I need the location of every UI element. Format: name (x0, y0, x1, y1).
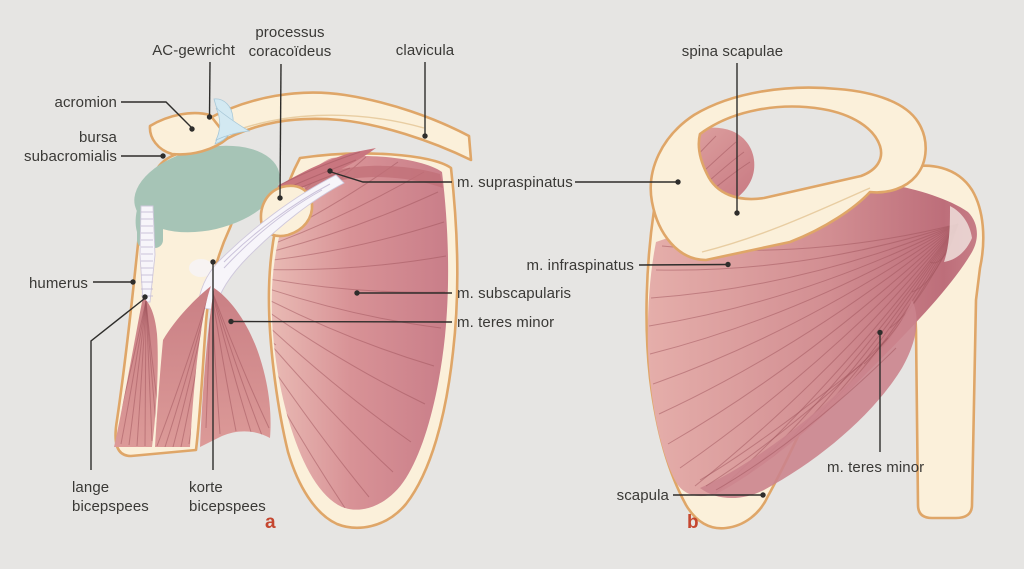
leader-supraspinatus-right (575, 179, 681, 185)
leader-infraspinatus (638, 261, 731, 268)
leader-spina-scapulae (734, 63, 740, 216)
label-clavicula: clavicula (395, 42, 455, 59)
label-humerus: humerus (28, 275, 88, 292)
leader-bursa-subacromialis (121, 153, 166, 159)
ac-joint-shape (213, 98, 251, 145)
infraspinatus-insertion-highlight (944, 206, 972, 262)
infraspinatus-muscle (647, 182, 977, 497)
leader-acromion (121, 101, 195, 132)
label-acromion: acromion (54, 94, 117, 111)
subscapularis-insertion-highlight (189, 259, 213, 277)
leader-clavicula (422, 62, 428, 139)
label-m-teres-minor-b: m. teres minor (827, 459, 925, 476)
leader-lange-bicepspees (90, 294, 148, 470)
panel-a-illustration (114, 91, 473, 530)
panel-b-illustration (645, 86, 985, 530)
clavicle-bone (204, 91, 473, 162)
spina-scapulae-bone (649, 86, 927, 262)
leader-lines (90, 61, 883, 498)
leader-supraspinatus-left (327, 168, 452, 183)
label-m-subscapularis: m. subscapularis (457, 285, 572, 302)
panel-letter-b: b (687, 512, 699, 533)
label-spina-scapulae: spina scapulae (681, 43, 784, 60)
leader-teres-minor-b (877, 329, 883, 452)
leader-teres-minor-a (228, 318, 453, 325)
teres-minor-muscle-b (700, 300, 917, 499)
leader-scapula (673, 492, 766, 498)
leader-korte-bicepspees (210, 259, 216, 470)
leader-ac-gewricht (206, 61, 213, 120)
label-m-supraspinatus: m. supraspinatus (457, 174, 573, 191)
subscapularis-muscle (271, 155, 449, 510)
label-m-teres-minor-a: m. teres minor (457, 314, 555, 331)
label-korte-bicepspees: korte bicepspees (189, 479, 266, 515)
label-processus-coracoideus: processus coracoïdeus (248, 24, 332, 60)
leader-processus-coracoideus (277, 63, 283, 201)
label-bursa-subacromialis: bursa subacromialis (24, 129, 117, 165)
label-scapula: scapula (616, 487, 669, 504)
label-ac-gewricht: AC-gewricht (152, 42, 235, 59)
leader-humerus (93, 279, 136, 285)
panel-letter-a: a (265, 512, 276, 533)
teres-minor-fibers-b (699, 337, 897, 491)
label-lange-bicepspees: lange bicepspees (72, 479, 149, 515)
subscapularis-top-band (302, 165, 443, 191)
label-m-infraspinatus: m. infraspinatus (526, 257, 634, 274)
leader-subscapularis (354, 290, 452, 296)
